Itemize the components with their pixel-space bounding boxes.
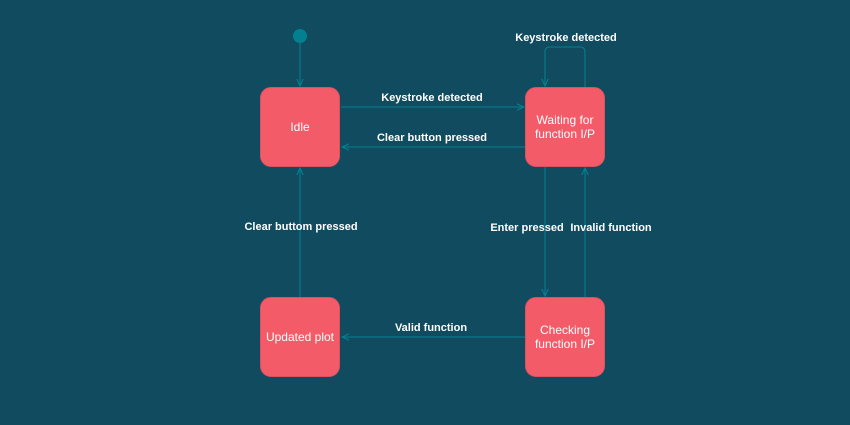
label-idle-to-waiting: Keystroke detected [381, 92, 483, 104]
edge-waiting-self-loop [545, 46, 586, 87]
state-idle-label: Idle [290, 120, 310, 134]
state-updated-plot[interactable]: Updated plot [260, 297, 340, 377]
state-waiting[interactable]: Waiting for function I/P [525, 87, 605, 167]
state-waiting-label: Waiting for function I/P [534, 113, 596, 141]
state-idle[interactable]: Idle [260, 87, 340, 167]
label-waiting-to-idle: Clear button pressed [376, 132, 488, 144]
label-updated-to-idle: Clear buttom pressed [244, 221, 358, 233]
state-checking-label: Checking function I/P [534, 323, 596, 351]
initial-state-dot [293, 29, 307, 43]
label-checking-to-updated: Valid function [394, 322, 468, 334]
state-checking[interactable]: Checking function I/P [525, 297, 605, 377]
label-waiting-self: Keystroke detected [515, 32, 617, 44]
state-updated-plot-label: Updated plot [265, 330, 335, 344]
label-checking-to-waiting: Invalid function [570, 222, 652, 234]
label-waiting-to-checking: Enter pressed [490, 222, 564, 234]
